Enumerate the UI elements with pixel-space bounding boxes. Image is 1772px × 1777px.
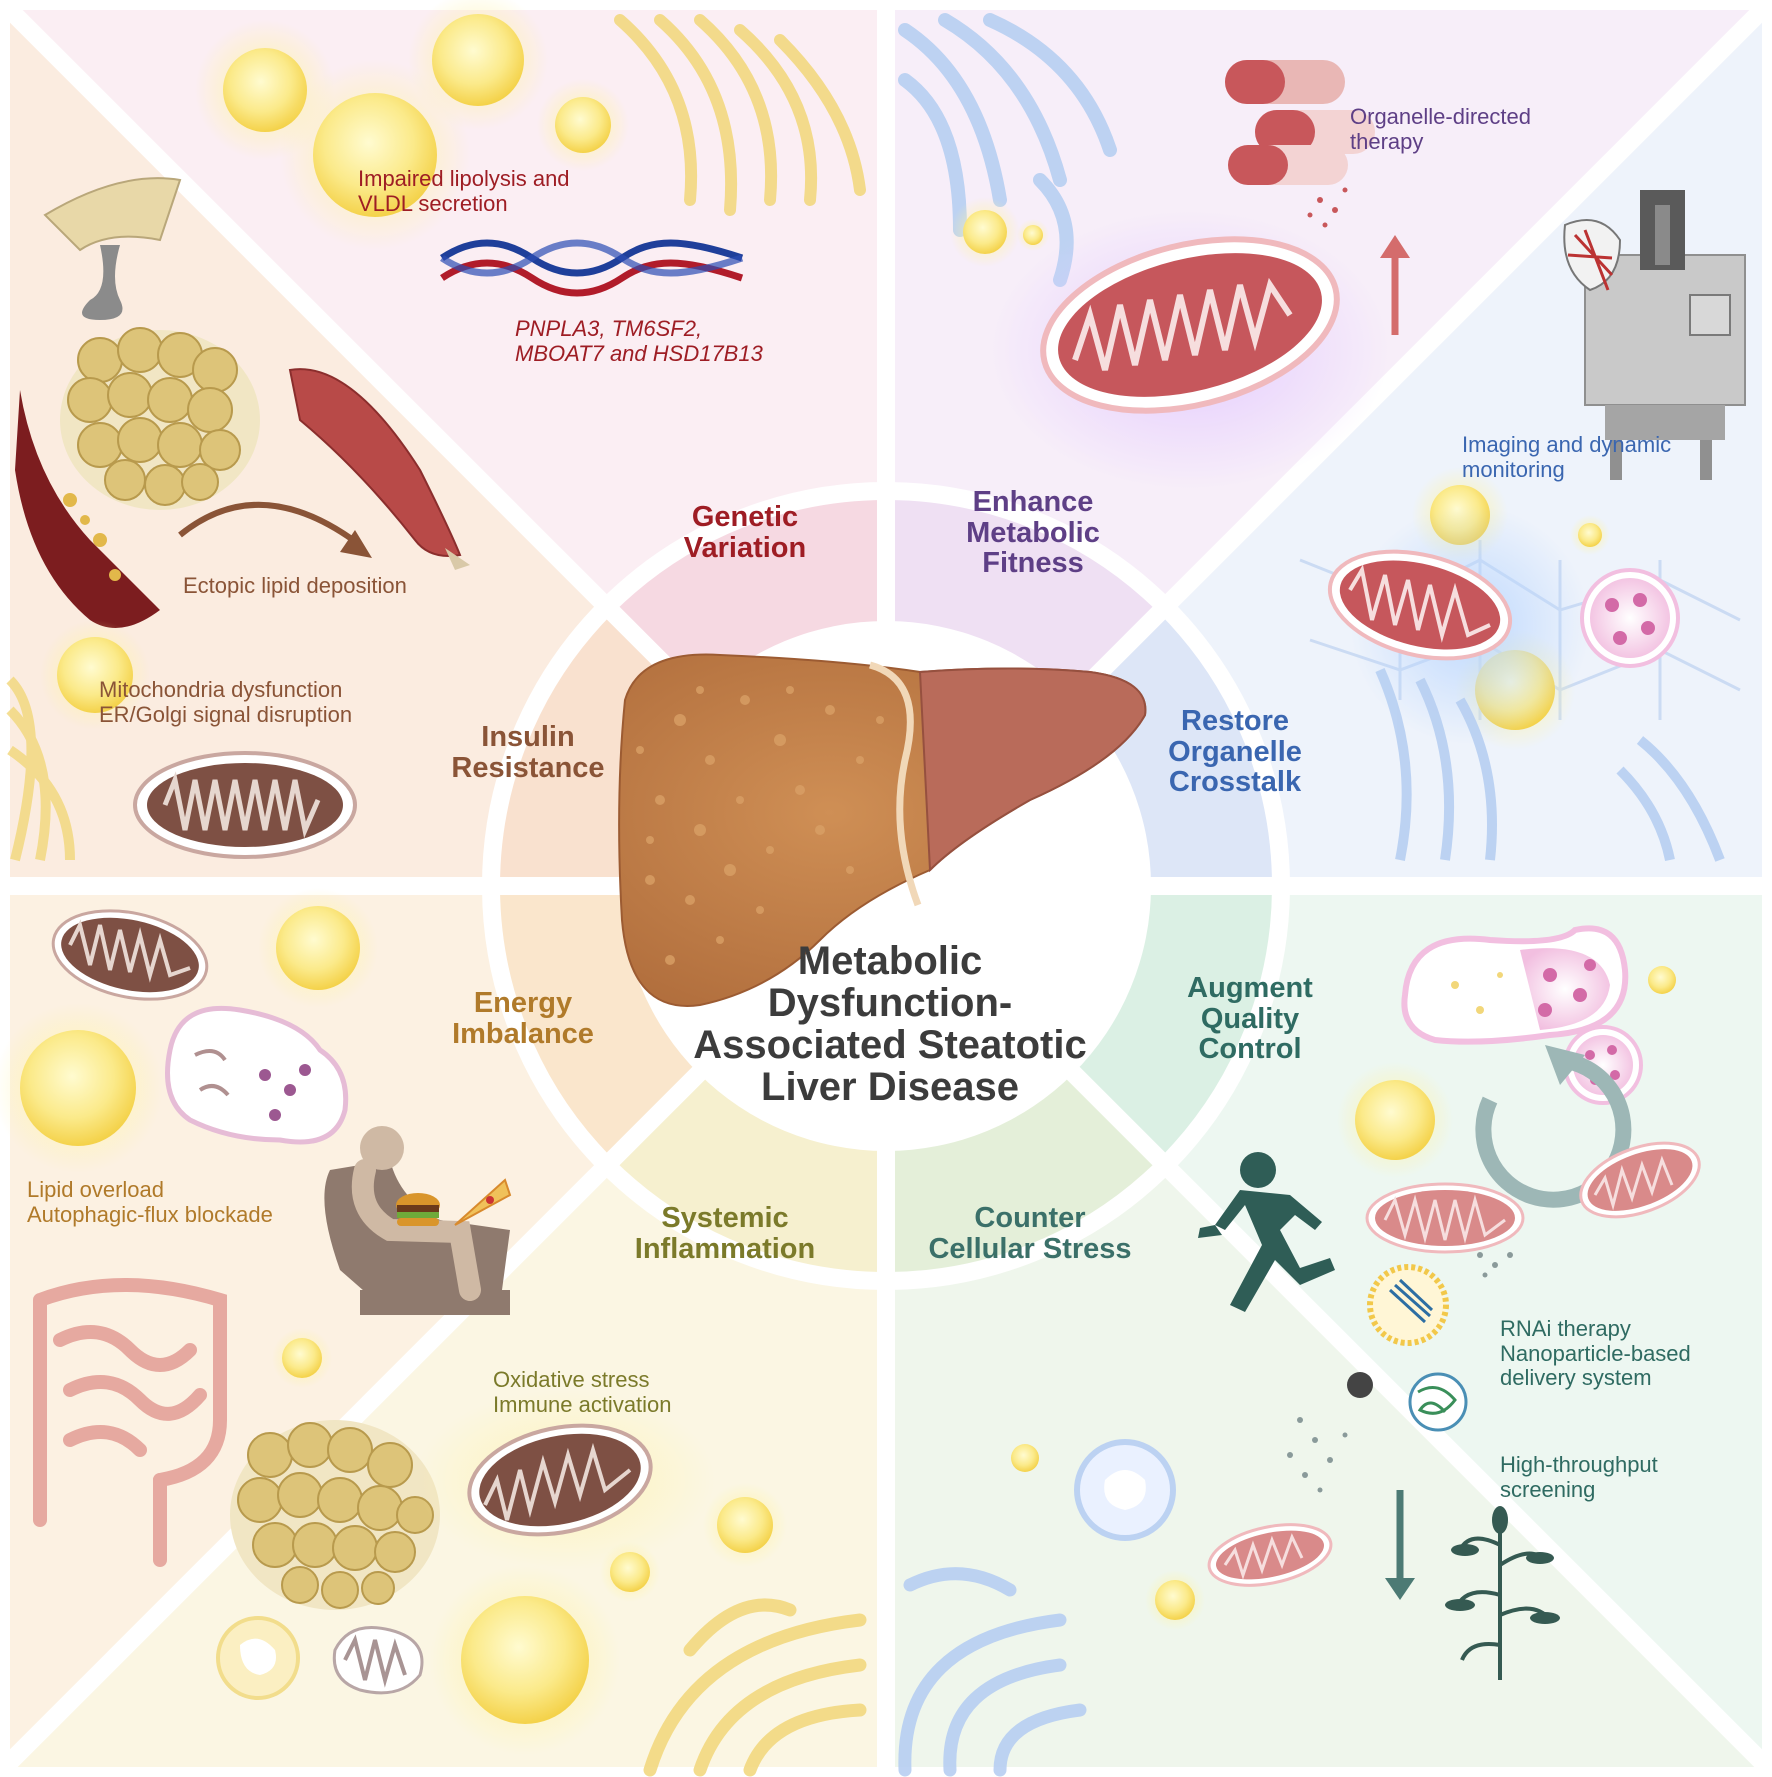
note-oxidative-stress: Oxidative stress Immune activation xyxy=(493,1367,672,1417)
herb-leaves xyxy=(1445,1506,1560,1624)
liver-fat-spots xyxy=(636,686,884,965)
blood-vessel-icon xyxy=(15,390,160,628)
up-arrow xyxy=(1380,235,1410,335)
dna-helix xyxy=(440,239,744,297)
mitochondrion-left xyxy=(133,751,357,859)
lipid-droplet-left xyxy=(40,620,150,730)
mitochondrion-br-1 xyxy=(1579,1141,1701,1219)
lysosome-br-small xyxy=(1563,1025,1643,1105)
er-blue-right xyxy=(1375,667,1725,862)
note-organelle-therapy: Organelle-directed therapy xyxy=(1350,104,1531,154)
cell-br xyxy=(1074,1439,1176,1541)
lysosome-br-large xyxy=(1401,925,1629,1045)
note-ectopic-lipid: Ectopic lipid deposition xyxy=(183,573,407,598)
down-arrow xyxy=(1385,1490,1415,1600)
category-energy-imbalance: Energy Imbalance xyxy=(452,987,594,1050)
lysosome-right xyxy=(1580,568,1680,668)
adipose-tissue-bottom xyxy=(230,1420,440,1610)
adipose-tissue-top xyxy=(60,327,260,510)
note-rnai: RNAi therapy Nanoparticle-based delivery… xyxy=(1500,1316,1691,1391)
damaged-mito-bl xyxy=(332,1626,424,1695)
category-genetic-variation: Genetic Variation xyxy=(683,501,807,564)
mitochondrion-bl-1 xyxy=(51,909,209,1001)
category-restore-organelle-crosstalk: Restore Organelle Crosstalk xyxy=(1168,705,1302,799)
note-imaging: Imaging and dynamic monitoring xyxy=(1462,432,1672,482)
category-systemic-inflammation: Systemic Inflammation xyxy=(634,1202,816,1265)
mitochondrion-tr xyxy=(990,210,1390,490)
ectopic-arrow xyxy=(178,501,362,548)
particle-dots-br xyxy=(1287,1417,1348,1493)
capsule-pills xyxy=(1225,60,1375,228)
autophagosome-bl xyxy=(165,1005,349,1145)
category-enhance-metabolic-fitness: Enhance Metabolic Fitness xyxy=(966,486,1100,580)
pizza-icon xyxy=(454,1178,512,1226)
liver-icon xyxy=(618,653,1147,1007)
running-person-icon xyxy=(1198,1152,1335,1312)
center-title: Metabolic Dysfunction- Associated Steato… xyxy=(693,939,1087,1109)
note-genes: PNPLA3, TM6SF2, MBOAT7 and HSD17B13 xyxy=(515,316,763,366)
lipid-droplets-bl xyxy=(0,888,378,1388)
category-augment-quality-control: Augment Quality Control xyxy=(1187,972,1313,1066)
burger-icon xyxy=(396,1193,440,1226)
armchair-person-icon xyxy=(324,1126,512,1315)
mitochondrion-br-3 xyxy=(1207,1523,1333,1587)
herb-plant-icon xyxy=(1453,1525,1552,1680)
note-impaired-lipolysis: Impaired lipolysis and VLDL secretion xyxy=(358,166,570,216)
intestine-icon xyxy=(33,1278,227,1567)
category-insulin-resistance: Insulin Resistance xyxy=(451,721,605,784)
protein-structure-icon xyxy=(1563,219,1622,292)
lipid-droplets-top xyxy=(195,0,629,250)
note-htscreening: High-throughput screening xyxy=(1500,1452,1658,1502)
golgi-bottom xyxy=(643,1598,867,1777)
mitochondrion-br-2 xyxy=(1365,1182,1525,1278)
muscle-icon xyxy=(288,368,470,570)
polymer-nanoparticle-icon xyxy=(1408,1372,1468,1432)
mitochondrion-bottom-center xyxy=(415,1390,715,1570)
category-counter-cellular-stress: Counter Cellular Stress xyxy=(928,1202,1132,1265)
er-blue-bottom xyxy=(898,1567,1087,1777)
note-lipid-overload: Lipid overload Autophagic-flux blockade xyxy=(27,1177,273,1227)
mitochondrion-right xyxy=(1327,549,1513,661)
lipid-droplets-bottom xyxy=(430,1483,787,1755)
nanoparticle-dot xyxy=(1347,1372,1373,1398)
lipid-droplets-br2 xyxy=(1011,1444,1205,1630)
cell-bl xyxy=(216,1616,300,1700)
nanoparticle-icon xyxy=(1367,1264,1449,1346)
lipid-droplets-tr xyxy=(950,197,1049,267)
microscope-icon xyxy=(1563,190,1746,480)
lipid-droplet-br xyxy=(1337,1062,1453,1178)
golgi-top-left xyxy=(614,14,866,216)
golgi-left xyxy=(6,676,75,862)
gallbladder-icon xyxy=(43,177,182,320)
note-mito-dysfunction: Mitochondria dysfunction ER/Golgi signal… xyxy=(99,677,353,727)
